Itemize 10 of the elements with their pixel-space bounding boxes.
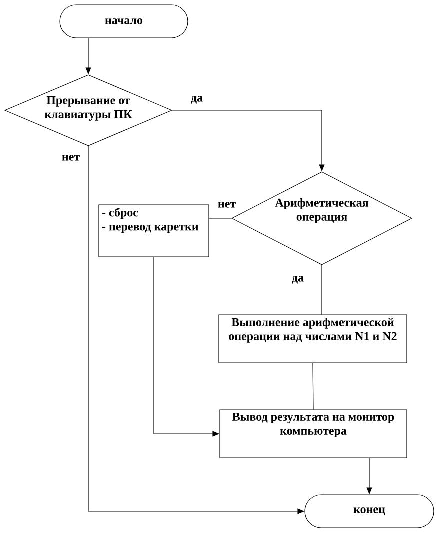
process-box: Выполнение арифметической операции над числами N1 и N2	[218, 314, 408, 364]
connector-line	[209, 218, 232, 219]
process-box: Вывод результата на монитор компьютера	[220, 410, 408, 458]
edge-label: нет	[60, 154, 82, 162]
edge-label: да	[190, 95, 204, 105]
terminator-box: конец	[304, 494, 434, 528]
connector-line	[312, 363, 314, 410]
terminator-box: начало	[60, 4, 188, 38]
process-box: - сброс - перевод каретки	[98, 204, 210, 258]
edge-label: да	[290, 275, 306, 285]
